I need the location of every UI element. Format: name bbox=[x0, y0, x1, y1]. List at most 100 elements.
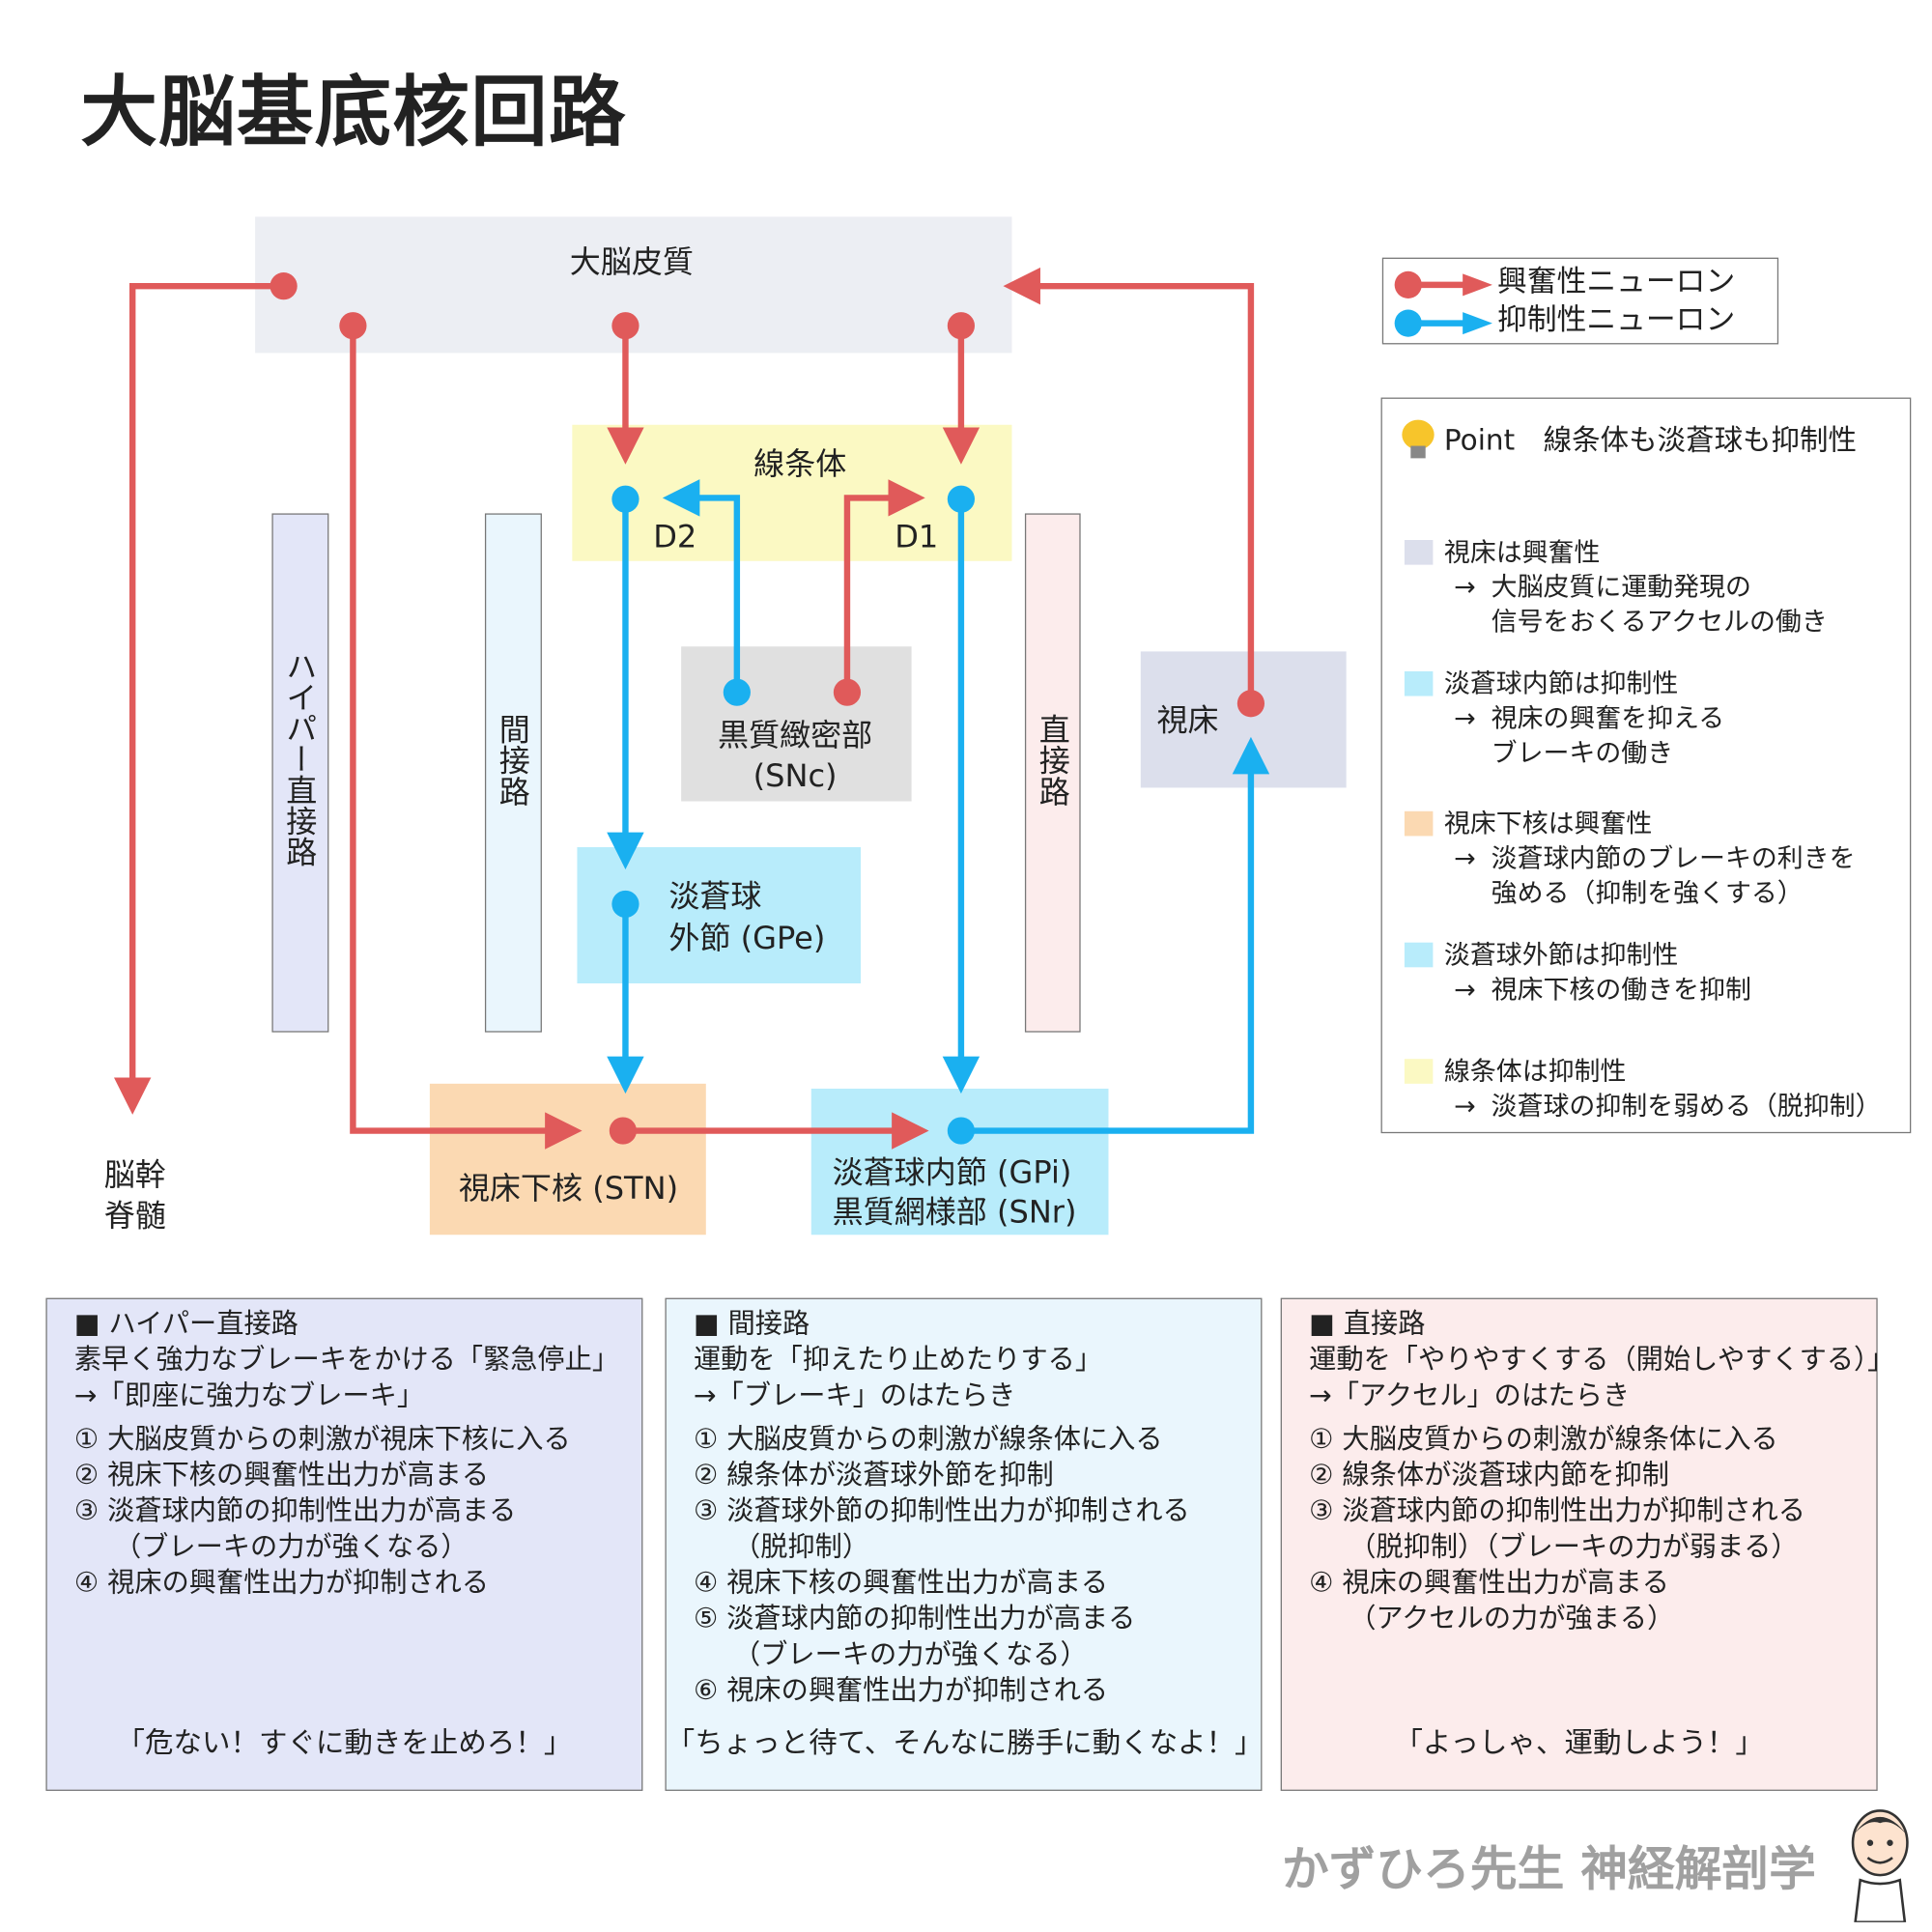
gpe-label-1: 淡蒼球 bbox=[668, 877, 761, 914]
neuron-dot bbox=[609, 1117, 637, 1145]
panel-step: ① 大脳皮質からの刺激が視床下核に入る bbox=[73, 1424, 571, 1456]
neuron-dot bbox=[611, 312, 639, 340]
stn-label: 視床下核 (STN) bbox=[459, 1170, 678, 1207]
snc-label-2: (SNc) bbox=[753, 757, 838, 794]
panel-quote: 「危ない！すぐに動きを止めろ！」 bbox=[116, 1727, 573, 1760]
indirect-bar bbox=[484, 513, 542, 1033]
arrow-icon: → bbox=[1454, 572, 1476, 603]
panel-step: ③ 淡蒼球内節の抑制性出力が高まる bbox=[73, 1495, 517, 1527]
snc-box bbox=[681, 646, 912, 802]
point-text: 視床下核の働きを抑制 bbox=[1491, 975, 1751, 1005]
footer-brand: かずひろ先生 神経解剖学 bbox=[1281, 1841, 1816, 1896]
brainstem-label-1: 脳幹 bbox=[104, 1156, 166, 1193]
panel-description: 素早く強力なブレーキをかける「緊急停止」 bbox=[73, 1345, 620, 1377]
snc-label-1: 黒質緻密部 bbox=[718, 717, 872, 753]
cortex-to-brainstem-arrow bbox=[113, 282, 284, 1115]
d2-label: D2 bbox=[653, 519, 696, 555]
panel-description: 運動を「抑えたり止めたりする」 bbox=[693, 1345, 1103, 1377]
gpi-to-thalamus-arrow bbox=[960, 736, 1270, 1134]
neuron-dot bbox=[611, 485, 639, 513]
thalamus-to-cortex-arrow bbox=[1003, 267, 1255, 704]
cortex-to-stn-arrow bbox=[350, 326, 582, 1150]
inhibitory-icon bbox=[1394, 309, 1422, 337]
neuron-dot bbox=[833, 678, 862, 706]
basal-ganglia-diagram: 大脳皮質 線条体 D2 D1 黒質緻密部 (SNc) 淡蒼球 外節 (GPe) … bbox=[104, 216, 1347, 1236]
neuron-dot bbox=[947, 1117, 976, 1145]
panel-step: ② 線条体が淡蒼球内節を抑制 bbox=[1309, 1460, 1669, 1492]
panel-step: ④ 視床の興奮性出力が抑制される bbox=[73, 1568, 490, 1600]
panel-step: ④ 視床の興奮性出力が高まる bbox=[1309, 1568, 1669, 1600]
snc-to-d2-arrow bbox=[662, 479, 741, 693]
gpe-label-2: 外節 (GPe) bbox=[668, 920, 825, 956]
swatch-icon bbox=[1404, 670, 1434, 696]
panel-quote: 「よっしゃ、運動しよう！」 bbox=[1394, 1727, 1764, 1760]
indirect-panel: ■ 間接路 運動を「抑えたり止めたりする」 →「ブレーキ」のはたらき ① 大脳皮… bbox=[665, 1297, 1264, 1791]
swatch-icon bbox=[1404, 810, 1434, 837]
point-text: 信号をおくるアクセルの働き bbox=[1491, 607, 1828, 637]
swatch-icon bbox=[1404, 1059, 1434, 1084]
point-text: 強める（抑制を強くする） bbox=[1491, 878, 1804, 908]
page-title: 大脳基底核回路 bbox=[80, 67, 627, 157]
direct-panel: ■ 直接路 運動を「やりやすくする（開始しやすくする）」 →「アクセル」のはたら… bbox=[1280, 1297, 1894, 1791]
neuron-dot bbox=[339, 312, 367, 340]
hyper-direct-bar bbox=[271, 513, 329, 1033]
swatch-icon bbox=[1404, 539, 1434, 565]
arrow-icon: → bbox=[1454, 1091, 1476, 1122]
point-title: 淡蒼球外節は抑制性 bbox=[1443, 940, 1679, 970]
legend: 興奮性ニューロン 抑制性ニューロン bbox=[1381, 257, 1779, 345]
panel-step: （脱抑制）（ブレーキの力が弱まる） bbox=[1349, 1531, 1799, 1564]
arrow-icon: → bbox=[1454, 975, 1476, 1005]
point-title: 視床下核は興奮性 bbox=[1443, 809, 1653, 838]
cortex-label: 大脳皮質 bbox=[570, 243, 694, 280]
gpi-label-1: 淡蒼球内節 (GPi) bbox=[833, 1153, 1072, 1190]
point-text: 大脳皮質に運動発現の bbox=[1491, 572, 1751, 603]
d1-label: D1 bbox=[895, 519, 938, 555]
hyper-direct-panel: ■ ハイパー直接路 素早く強力なブレーキをかける「緊急停止」 →「即座に強力なブ… bbox=[45, 1297, 643, 1791]
legend-arrows bbox=[1394, 270, 1492, 337]
snc-to-d1-arrow bbox=[843, 479, 925, 693]
panel-step: ④ 視床下核の興奮性出力が高まる bbox=[693, 1568, 1109, 1600]
neuron-dot bbox=[947, 312, 976, 340]
arrow-icon: → bbox=[1454, 843, 1476, 873]
point-heading: Point 線条体も淡蒼球も抑制性 bbox=[1443, 424, 1858, 458]
striatum-box bbox=[572, 424, 1012, 561]
panel-description: →「アクセル」のはたらき bbox=[1309, 1380, 1631, 1412]
point-text: 視床の興奮を抑える bbox=[1491, 703, 1725, 734]
point-title: 視床は興奮性 bbox=[1443, 537, 1601, 568]
point-text: 淡蒼球内節のブレーキの利きを bbox=[1491, 843, 1856, 873]
panel-heading: ■ 直接路 bbox=[1309, 1309, 1426, 1341]
panel-step: ② 線条体が淡蒼球外節を抑制 bbox=[693, 1460, 1054, 1492]
point-title: 淡蒼球内節は抑制性 bbox=[1443, 668, 1679, 699]
panel-heading: ■ 間接路 bbox=[693, 1309, 810, 1341]
panel-step: ① 大脳皮質からの刺激が線条体に入る bbox=[693, 1424, 1163, 1456]
neuron-dot bbox=[611, 890, 639, 919]
striatum-label: 線条体 bbox=[753, 445, 846, 482]
direct-bar bbox=[1024, 513, 1081, 1033]
gpi-box bbox=[810, 1088, 1109, 1236]
gpi-label-2: 黒質網様部 (SNr) bbox=[833, 1193, 1077, 1230]
panel-step: ① 大脳皮質からの刺激が線条体に入る bbox=[1309, 1424, 1778, 1456]
panel-step: （脱抑制） bbox=[733, 1531, 870, 1564]
point-text: 淡蒼球の抑制を弱める（脱抑制） bbox=[1491, 1091, 1882, 1122]
neuron-dot bbox=[947, 485, 976, 513]
panel-quote: 「ちょっと待て、そんなに勝手に動くなよ！」 bbox=[666, 1727, 1264, 1760]
panel-step: （ブレーキの力が強くなる） bbox=[733, 1639, 1088, 1671]
neuron-dot bbox=[1236, 690, 1265, 718]
avatar-icon bbox=[1851, 1809, 1909, 1922]
excitatory-icon bbox=[1394, 270, 1422, 298]
point-title: 線条体は抑制性 bbox=[1443, 1056, 1627, 1087]
point-box: Point 線条体も淡蒼球も抑制性 視床は興奮性 → 大脳皮質に運動発現の 信号… bbox=[1380, 397, 1912, 1134]
stn-box bbox=[429, 1083, 706, 1236]
panel-step: （ブレーキの力が強くなる） bbox=[113, 1531, 469, 1564]
hyper-direct-label: ハイパー直接路 bbox=[281, 650, 318, 867]
panel-step: ③ 淡蒼球外節の抑制性出力が抑制される bbox=[693, 1495, 1190, 1527]
panel-heading: ■ ハイパー直接路 bbox=[73, 1309, 298, 1341]
panel-description: →「ブレーキ」のはたらき bbox=[693, 1380, 1016, 1412]
legend-excitatory: 興奮性ニューロン bbox=[1497, 264, 1736, 298]
panel-step: ② 視床下核の興奮性出力が高まる bbox=[73, 1460, 490, 1492]
lightbulb-icon bbox=[1402, 419, 1435, 459]
brainstem-label-2: 脊髄 bbox=[104, 1197, 166, 1234]
neuron-dot bbox=[723, 678, 751, 706]
panel-step: ③ 淡蒼球内節の抑制性出力が抑制される bbox=[1309, 1495, 1805, 1527]
panel-step: ⑥ 視床の興奮性出力が抑制される bbox=[693, 1675, 1109, 1707]
